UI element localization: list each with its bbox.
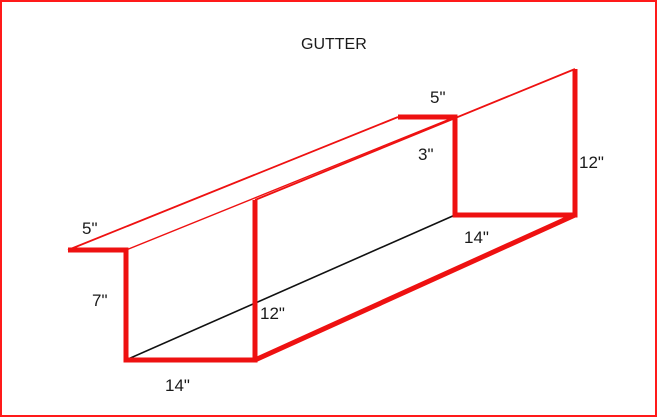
label-back-bottom-width: 14" <box>464 228 489 247</box>
top-back-edge <box>254 68 576 201</box>
label-front-bottom-width: 14" <box>165 376 190 395</box>
label-front-left-height: 7" <box>92 291 108 310</box>
top-inner-edge <box>125 116 456 251</box>
front-profile <box>68 200 258 363</box>
label-back-step: 3" <box>418 145 434 164</box>
diagram-title: GUTTER <box>301 36 367 53</box>
label-top-right-lip: 5" <box>430 88 446 107</box>
label-mid-height: 12" <box>260 304 285 323</box>
bottom-back-edge <box>125 214 456 361</box>
label-top-left-lip: 5" <box>82 219 98 238</box>
label-back-height: 12" <box>579 153 604 172</box>
top-front-edge <box>67 116 399 251</box>
bottom-front-edge <box>253 212 577 363</box>
back-profile <box>398 69 578 218</box>
